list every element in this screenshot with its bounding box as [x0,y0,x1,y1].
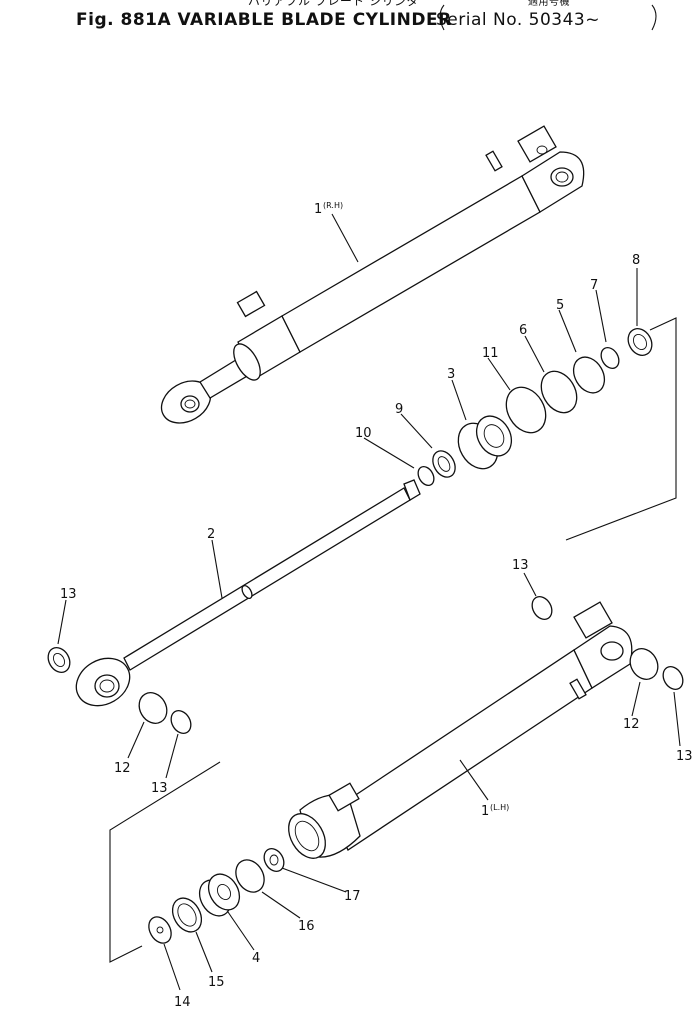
callout-13-right: 13 [676,749,693,764]
callouts: 1 (R.H) 2 3 4 5 6 7 8 9 10 11 12 12 13 1… [60,201,693,1009]
bushing-9 [432,450,456,478]
callout-11: 11 [482,346,499,361]
cylinder-right-hand [160,125,585,424]
callout-15: 15 [208,975,225,990]
dust-seal-13-left [47,647,71,673]
callout-1-rh: 1 [314,202,322,217]
callout-8: 8 [632,253,640,268]
callout-12-right: 12 [623,717,640,732]
dust-seal-13-right [662,666,684,690]
callout-13-left: 13 [60,587,77,602]
callout-9: 9 [395,402,403,417]
callout-14: 14 [174,995,191,1009]
callout-13-right-top: 13 [512,558,529,573]
callout-10: 10 [355,426,372,441]
cylinder-left-hand [288,601,633,859]
callout-3: 3 [447,367,455,382]
callout-2: 2 [207,527,215,542]
bushing-7 [600,347,620,369]
nut-17 [263,848,285,872]
figure-serial: Serial No. 50343~ [436,10,600,30]
ring-5 [572,356,606,394]
figure-title: Fig. 881A VARIABLE BLADE CYLINDER [76,10,452,30]
callout-1-rh-side: (R.H) [323,201,343,210]
o-ring-11 [505,386,547,434]
callout-12-left: 12 [114,761,131,776]
callout-4: 4 [252,951,260,966]
group-bracket-lower [109,761,221,963]
serial-open-paren [439,4,445,31]
lower-gland-parts [148,848,285,944]
callout-13-left-b: 13 [151,781,168,796]
callout-7: 7 [590,278,598,293]
seal-8 [627,328,653,356]
dust-seal-13-left-b [170,710,192,734]
ring-6 [540,370,578,414]
serial-close-paren [651,4,657,31]
callout-6: 6 [519,323,527,338]
serial-japanese: 適用号機 [528,0,570,8]
title-japanese: バリアブル ブレード シリンダ [248,0,419,8]
callout-17: 17 [344,889,361,904]
dust-seal-13-right-top [531,596,553,620]
callout-16: 16 [298,919,315,934]
callout-1-lh: 1 [481,804,489,819]
callout-1-lh-side: (L.H) [490,803,509,812]
snap-ring-10 [417,466,435,486]
group-bracket-upper [565,317,677,541]
seal-15 [171,897,203,933]
ring-16 [235,859,265,893]
leader-lines [57,213,681,991]
bushing-12-left [138,692,168,724]
gland-parts [417,328,653,486]
bushing-12-right [629,648,659,680]
washer-14 [148,916,172,944]
callout-5: 5 [556,298,564,313]
piston-rod [75,479,421,707]
